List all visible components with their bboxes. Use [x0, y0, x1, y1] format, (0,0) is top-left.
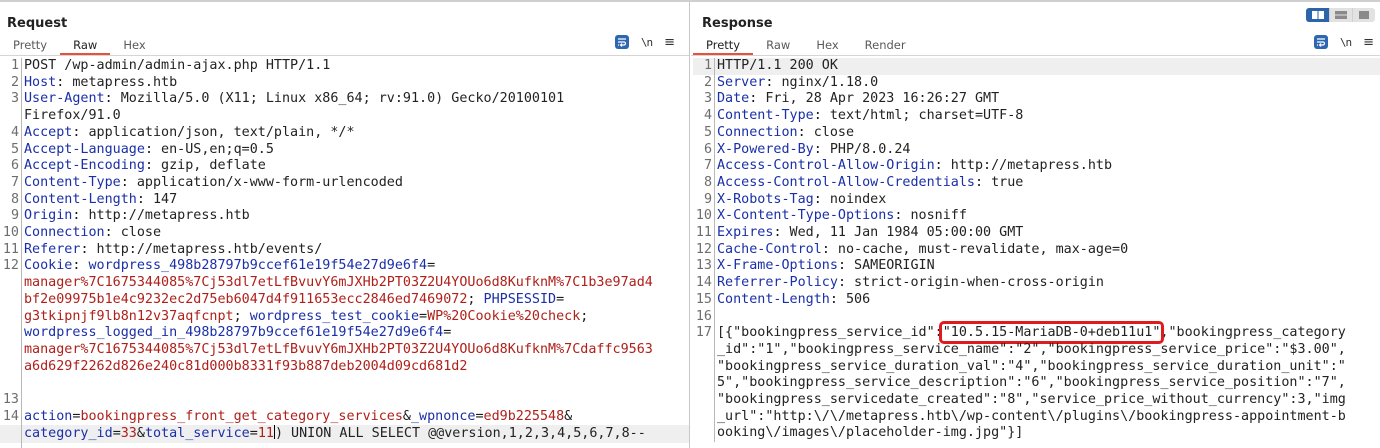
single-pane-icon[interactable] [1352, 8, 1375, 22]
wrap-lines-icon[interactable] [614, 35, 629, 49]
window-top-border [0, 0, 1380, 2]
divider [691, 55, 1380, 56]
response-tab-pretty[interactable]: Pretty [693, 35, 754, 55]
sql-injection-payload: ) UNION ALL SELECT @@version,1,2,3,4,5,6… [274, 426, 646, 442]
wrap-lines-icon[interactable] [1313, 35, 1328, 49]
empty-line: 13 [0, 392, 689, 409]
response-tab-raw[interactable]: Raw [766, 38, 791, 52]
json-body-line: 17[{"bookingpress_service_id":"10.5.15-M… [693, 321, 1380, 345]
show-newlines-button[interactable]: \n [640, 35, 653, 49]
layout-toggle [1306, 8, 1375, 22]
db-version-highlight: "10.5.15-MariaDB-0+deb11u1" [938, 321, 1165, 345]
response-tab-hex[interactable]: Hex [816, 38, 839, 52]
split-vertical-icon[interactable] [1329, 8, 1352, 22]
hamburger-menu-icon[interactable]: ≡ [664, 34, 675, 50]
split-horizontal-icon[interactable] [1306, 8, 1329, 22]
request-tabs: Pretty Raw Hex [0, 35, 159, 55]
request-toolbar: \n ≡ [614, 34, 675, 50]
response-tab-render[interactable]: Render [864, 38, 906, 52]
body-line-injection: category_id=33&total_service=11) UNION A… [0, 425, 689, 444]
hamburger-menu-icon[interactable]: ≡ [1363, 34, 1374, 50]
code-line-wrap: Firefox/91.0 [0, 108, 689, 125]
text-cursor [273, 425, 275, 440]
empty-line: 16 [693, 308, 1380, 326]
response-toolbar: \n ≡ [1313, 34, 1374, 50]
request-tab-raw[interactable]: Raw [60, 35, 111, 55]
request-tab-hex[interactable]: Hex [123, 38, 146, 52]
header-key: Host [24, 74, 57, 90]
response-title: Response [702, 16, 773, 31]
divider [0, 55, 689, 56]
request-title: Request [7, 16, 68, 31]
header-key: User-Agent [24, 91, 105, 107]
response-tabs: Pretty Raw Hex Render [693, 35, 919, 55]
show-newlines-button[interactable]: \n [1339, 35, 1352, 49]
request-tab-pretty[interactable]: Pretty [13, 38, 48, 52]
